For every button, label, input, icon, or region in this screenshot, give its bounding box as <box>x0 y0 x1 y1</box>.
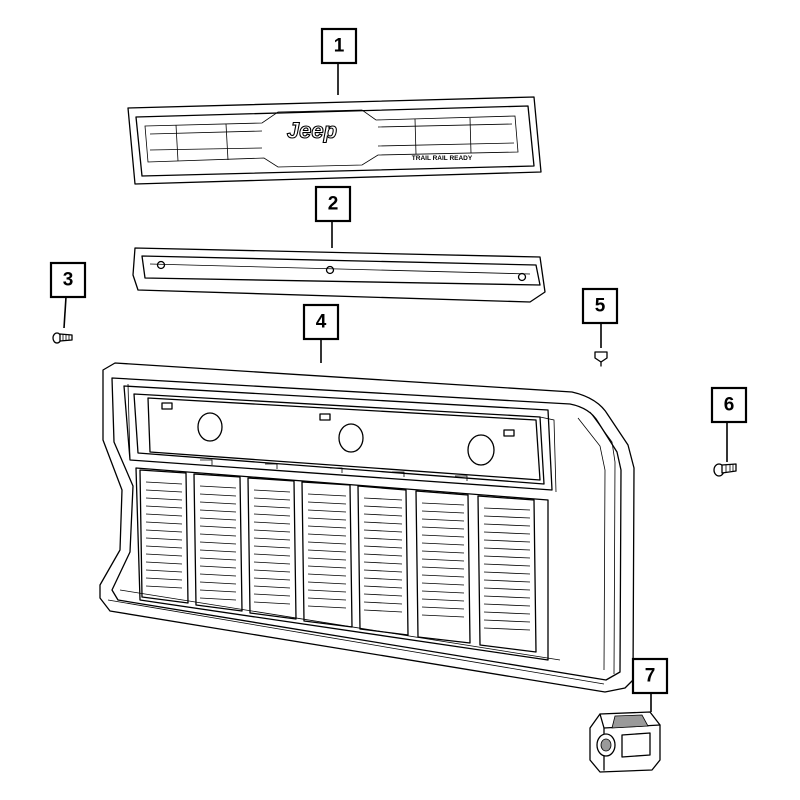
callout-7: 7 <box>631 657 669 695</box>
callout-2-label: 2 <box>328 194 339 215</box>
callout-1: 1 <box>320 27 358 65</box>
part-7-latch <box>589 711 661 773</box>
callout-2: 2 <box>314 185 352 223</box>
louver-grid <box>135 467 549 661</box>
part-3-screw <box>52 332 73 344</box>
part-5-clip <box>594 351 608 367</box>
callout-5: 5 <box>581 287 619 325</box>
callout-6-label: 6 <box>724 395 735 416</box>
callout-4-label: 4 <box>316 312 327 333</box>
part-2-bracket <box>132 247 546 303</box>
callout-7-label: 7 <box>645 666 656 687</box>
leader-3 <box>63 296 67 329</box>
callout-1-label: 1 <box>334 36 345 57</box>
callout-3-label: 3 <box>63 270 74 291</box>
callout-4: 4 <box>302 303 340 341</box>
badge-caption-text: TRAIL RAIL READY <box>412 155 473 162</box>
badge-brand-text: Jeep <box>287 118 337 143</box>
part-6-bolt <box>713 463 737 477</box>
part-4-tailgate-panel <box>99 362 635 693</box>
part-1-badge-panel: Jeep TRAIL RAIL READY <box>127 96 542 185</box>
callout-3: 3 <box>49 261 87 299</box>
callout-5-label: 5 <box>595 296 606 317</box>
callout-6: 6 <box>710 386 748 424</box>
